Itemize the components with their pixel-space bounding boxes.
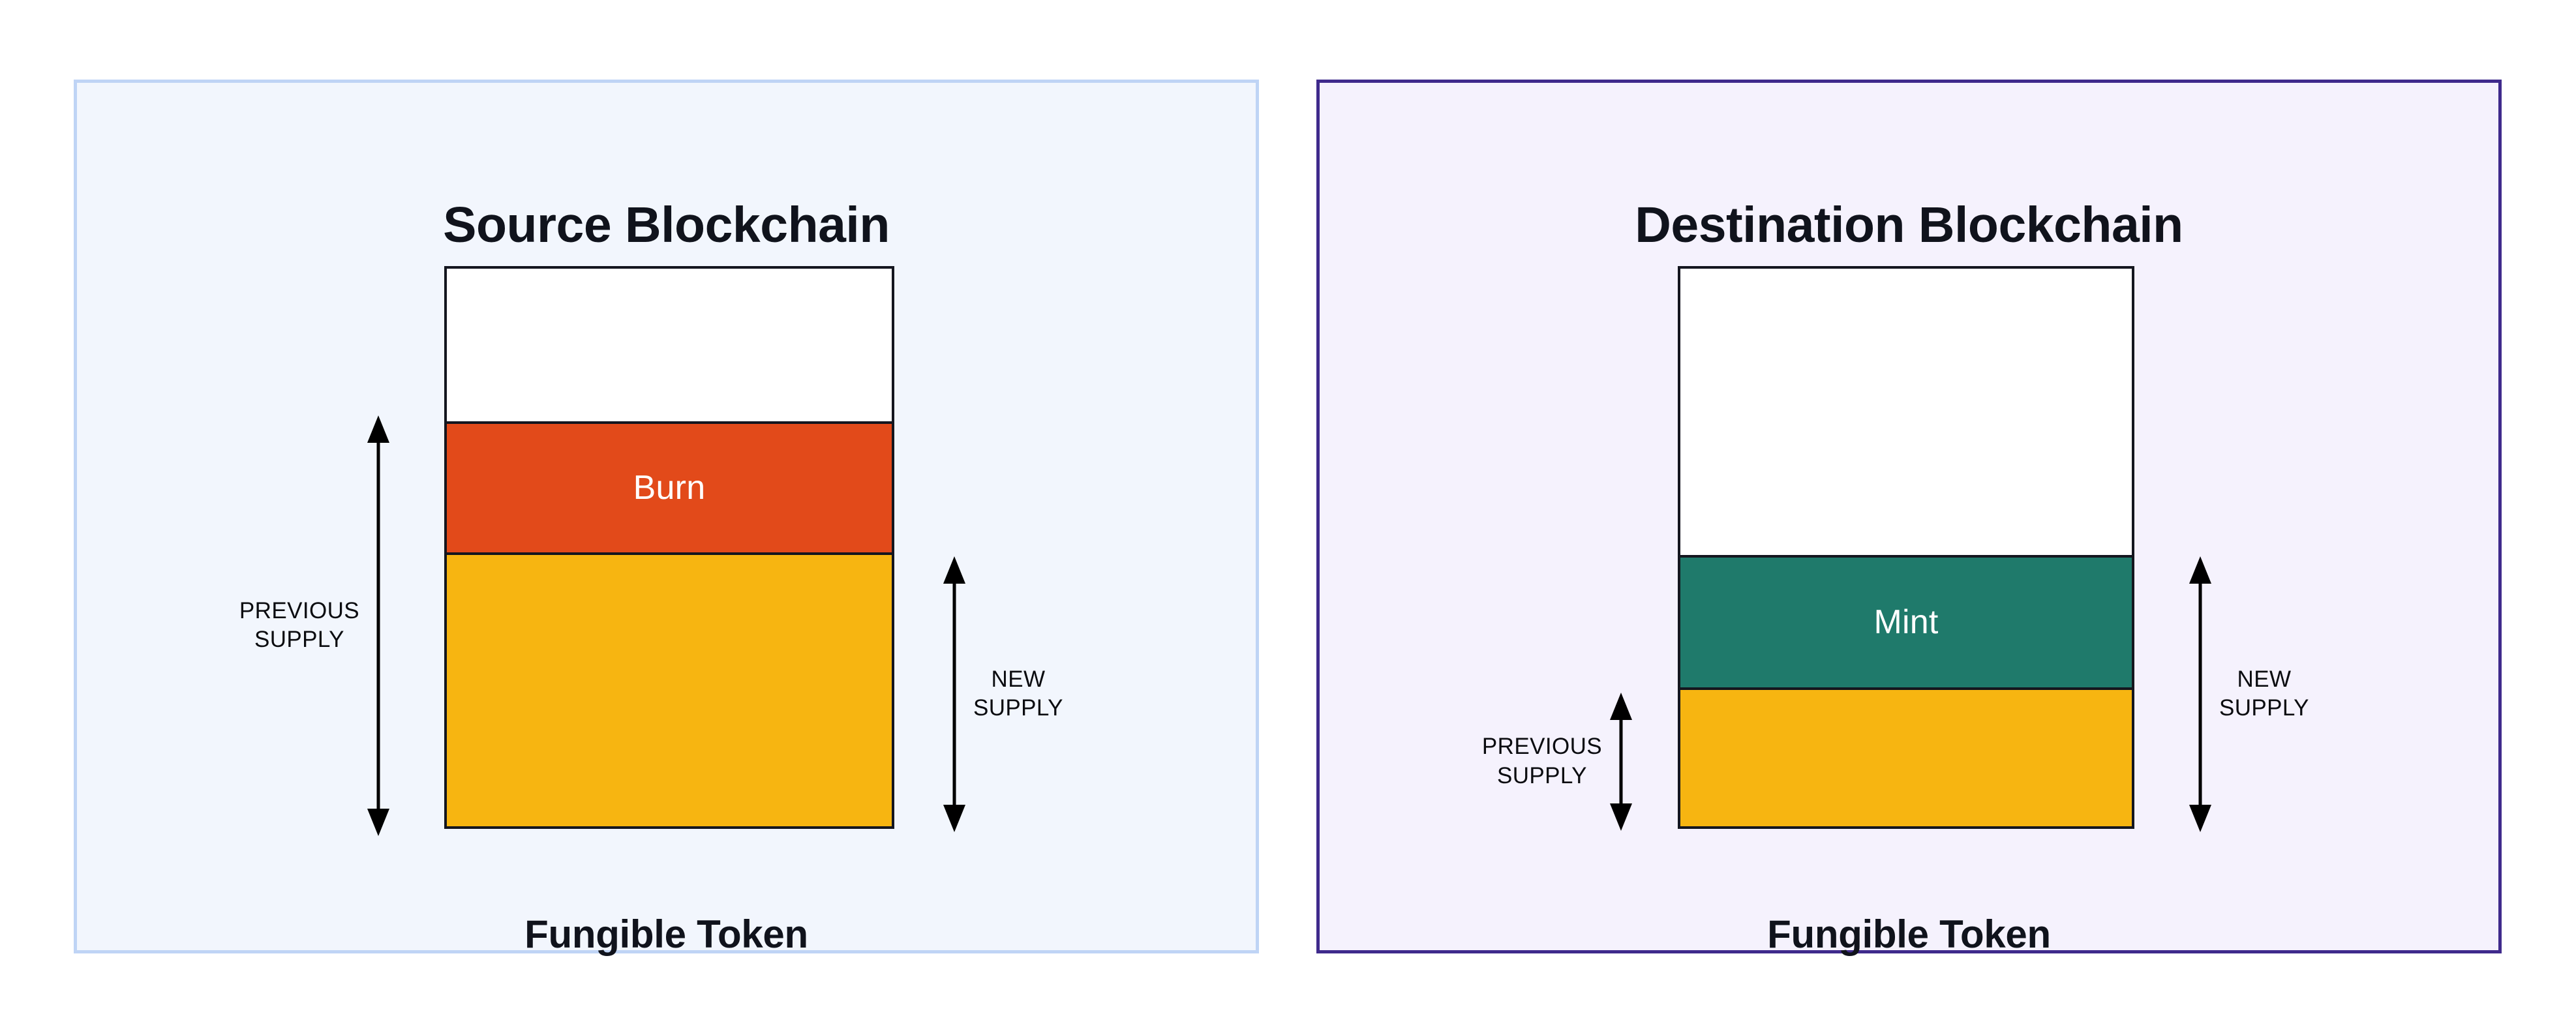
destination-segment-existing-supply: [1680, 689, 2132, 826]
source-segment-burn: Burn: [447, 421, 892, 555]
source-segment-existing-supply: [447, 554, 892, 826]
burn-segment-label: Burn: [633, 469, 706, 507]
destination-new-supply-label: NEW SUPPLY: [2219, 665, 2309, 724]
destination-previous-supply-label-line2: SUPPLY: [1496, 763, 1587, 788]
source-previous-supply-label-line1: PREVIOUS: [239, 597, 359, 623]
destination-panel-footer: Fungible Token: [1767, 912, 2051, 956]
destination-token-supply-bar: Mint: [1678, 266, 2134, 829]
source-previous-supply-measure: PREVIOUS SUPPLY: [239, 415, 389, 836]
source-panel-footer: Fungible Token: [524, 912, 808, 956]
source-new-supply-label: NEW SUPPLY: [973, 665, 1063, 724]
double-headed-arrow-icon: [2189, 556, 2211, 832]
source-new-supply-label-line2: SUPPLY: [973, 695, 1063, 721]
destination-new-supply-label-line1: NEW: [2237, 666, 2292, 692]
double-headed-arrow-icon: [943, 556, 965, 832]
destination-previous-supply-measure: PREVIOUS SUPPLY: [1482, 693, 1632, 831]
mint-segment-label: Mint: [1873, 603, 1939, 642]
destination-panel-title: Destination Blockchain: [1635, 197, 2183, 253]
double-headed-arrow-icon: [367, 415, 389, 836]
destination-previous-supply-label-line1: PREVIOUS: [1481, 734, 1602, 760]
source-previous-supply-label-line2: SUPPLY: [254, 627, 344, 653]
source-new-supply-measure: NEW SUPPLY: [943, 556, 1063, 832]
destination-new-supply-measure: NEW SUPPLY: [2189, 556, 2309, 832]
source-segment-headroom: [447, 269, 892, 422]
source-panel-title: Source Blockchain: [443, 197, 890, 253]
source-token-supply-bar: Burn: [444, 266, 894, 829]
source-previous-supply-label: PREVIOUS SUPPLY: [239, 597, 359, 655]
destination-segment-mint: Mint: [1680, 554, 2132, 690]
destination-segment-headroom: [1680, 269, 2132, 555]
source-new-supply-label-line1: NEW: [991, 666, 1046, 692]
destination-new-supply-label-line2: SUPPLY: [2219, 695, 2309, 721]
destination-blockchain-panel: Destination Blockchain Mint PREVIOUS SUP…: [1316, 80, 2502, 956]
double-headed-arrow-icon: [1610, 693, 1632, 831]
source-blockchain-panel: Source Blockchain Burn PREVIOUS SUPPLY: [74, 80, 1259, 956]
destination-previous-supply-label: PREVIOUS SUPPLY: [1482, 732, 1602, 791]
